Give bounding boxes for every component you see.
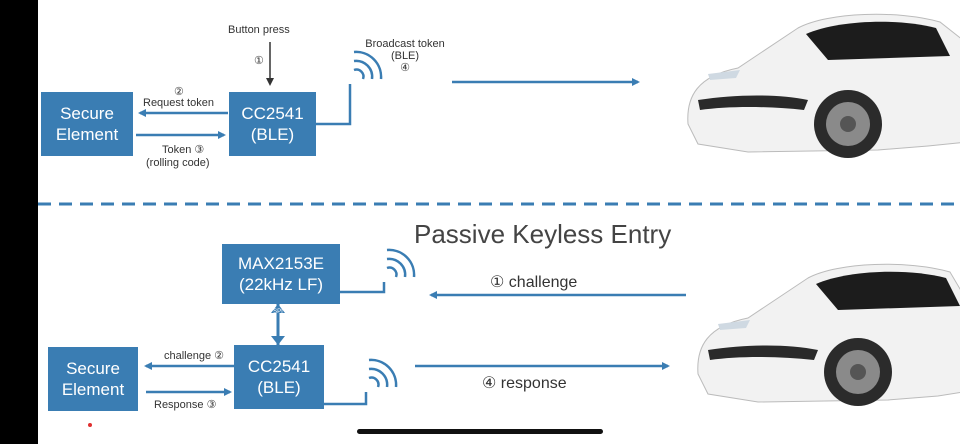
home-indicator[interactable] xyxy=(357,429,603,434)
broadcast-line1: Broadcast token xyxy=(365,38,445,50)
antenna-line-top xyxy=(316,84,352,126)
box-line2: (BLE) xyxy=(257,378,301,397)
button-press-label: Button press xyxy=(228,24,290,36)
broadcast-label: Broadcast token (BLE) ④ xyxy=(364,38,446,74)
slide: Secure Element CC2541 (BLE) Button press… xyxy=(38,0,960,444)
max2153e-box: MAX2153E (22kHz LF) xyxy=(222,244,340,304)
response-small-label: Response ③ xyxy=(154,399,217,411)
challenge-big-label: ① challenge xyxy=(490,274,578,291)
cc2541-box-top: CC2541 (BLE) xyxy=(229,92,316,156)
spi-label: SPI xyxy=(273,309,283,315)
secure-element-box-top: Secure Element xyxy=(41,92,133,156)
wireless-signal-icon xyxy=(386,248,416,278)
wireless-signal-icon xyxy=(353,50,383,80)
car-image xyxy=(687,13,960,158)
box-line2: (BLE) xyxy=(250,125,295,144)
car-image xyxy=(697,263,960,406)
antenna-line-lf xyxy=(340,282,386,294)
response-big-label: ④ response xyxy=(482,375,567,392)
wireless-signal-icon xyxy=(368,358,398,388)
request-token-label: Request token xyxy=(143,97,214,109)
broadcast-line2: (BLE) xyxy=(390,50,420,62)
rolling-code-label: (rolling code) xyxy=(146,157,210,169)
box-line1: CC2541 xyxy=(241,104,304,123)
box-line1: MAX2153E xyxy=(238,254,324,273)
section-title: Passive Keyless Entry xyxy=(414,219,672,249)
box-line2: Element xyxy=(61,380,125,399)
box-line1: CC2541 xyxy=(247,357,311,376)
broadcast-step: ④ xyxy=(400,62,410,74)
request-step-label: ② xyxy=(174,86,184,98)
box-line1: Secure xyxy=(66,359,120,378)
box-line2: Element xyxy=(55,125,119,144)
box-line2: (22kHz LF) xyxy=(238,275,324,294)
step-1-label: ① xyxy=(254,55,264,67)
antenna-line-ble xyxy=(324,392,368,406)
secure-element-box-bottom: Secure Element xyxy=(48,347,138,411)
challenge-small-label: challenge ② xyxy=(164,350,225,362)
red-dot xyxy=(88,423,92,427)
token-label: Token ③ xyxy=(162,144,205,156)
box-line1: Secure xyxy=(60,104,114,123)
cc2541-box-bottom: CC2541 (BLE) xyxy=(234,345,324,409)
diagram-lines xyxy=(38,13,960,427)
